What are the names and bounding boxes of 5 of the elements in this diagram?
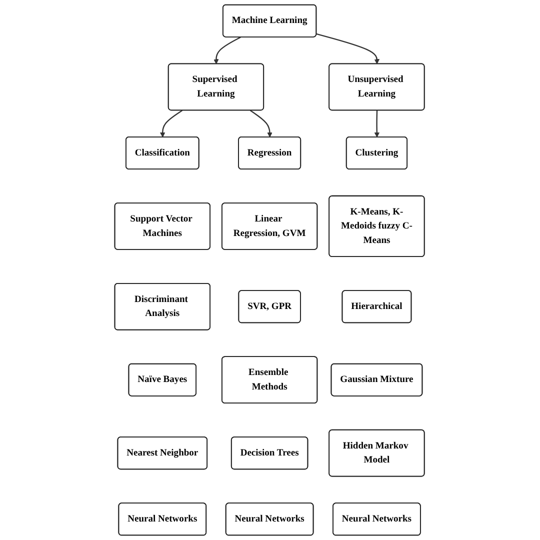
arrow xyxy=(316,33,380,64)
arrow xyxy=(374,110,380,138)
arrow xyxy=(214,36,242,64)
arrow xyxy=(250,110,273,138)
arrow xyxy=(160,110,184,138)
